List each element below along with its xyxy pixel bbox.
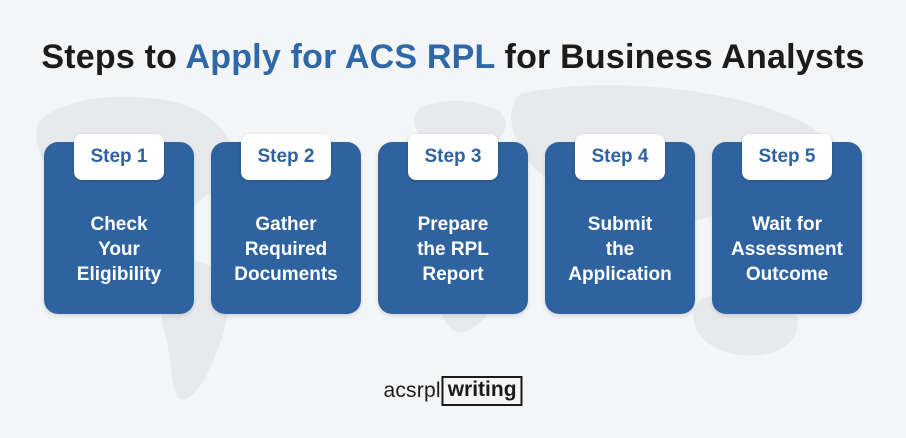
step-badge: Step 1 bbox=[74, 134, 164, 180]
step-line: Assessment bbox=[731, 239, 843, 260]
title-part-2: for Business Analysts bbox=[494, 38, 865, 76]
step-badge: Step 2 bbox=[241, 134, 331, 180]
step-badge: Step 4 bbox=[575, 134, 665, 180]
step-line: the bbox=[605, 239, 635, 260]
step-badge: Step 3 bbox=[408, 134, 498, 180]
step-card-4: Step 4 Submit the Application bbox=[545, 134, 695, 314]
step-description: Submit the Application bbox=[549, 212, 691, 287]
step-line: Eligibility bbox=[76, 264, 162, 285]
step-line: Submit bbox=[587, 214, 653, 235]
step-line: Check bbox=[90, 214, 148, 235]
step-line: Wait for bbox=[751, 214, 822, 235]
step-description: Prepare the RPL Report bbox=[382, 212, 524, 287]
step-card-1: Step 1 Check Your Eligibility bbox=[44, 134, 194, 314]
step-line: Application bbox=[568, 264, 672, 285]
step-card-3: Step 3 Prepare the RPL Report bbox=[378, 134, 528, 314]
title-part-1: Steps to bbox=[41, 38, 186, 76]
logo-text-plain: acsrpl bbox=[383, 379, 441, 402]
step-line: Report bbox=[422, 264, 484, 285]
step-description: Gather Required Documents bbox=[215, 212, 357, 287]
title-accent: Apply for ACS RPL bbox=[185, 38, 495, 76]
logo-text-boxed: writing bbox=[441, 376, 523, 406]
step-description: Wait for Assessment Outcome bbox=[716, 212, 858, 287]
step-line: Gather bbox=[255, 214, 317, 235]
step-card-5: Step 5 Wait for Assessment Outcome bbox=[712, 134, 862, 314]
step-line: Documents bbox=[234, 264, 338, 285]
step-line: Prepare bbox=[417, 214, 489, 235]
page-title: Steps to Apply for ACS RPL for Business … bbox=[0, 38, 906, 77]
step-line: Outcome bbox=[745, 264, 829, 285]
step-description: Check Your Eligibility bbox=[48, 212, 190, 287]
step-line: the RPL bbox=[417, 239, 489, 260]
step-line: Your bbox=[98, 239, 140, 260]
step-line: Required bbox=[244, 239, 328, 260]
steps-row: Step 1 Check Your Eligibility Step 2 Gat… bbox=[44, 134, 862, 314]
step-card-2: Step 2 Gather Required Documents bbox=[211, 134, 361, 314]
step-badge: Step 5 bbox=[742, 134, 832, 180]
